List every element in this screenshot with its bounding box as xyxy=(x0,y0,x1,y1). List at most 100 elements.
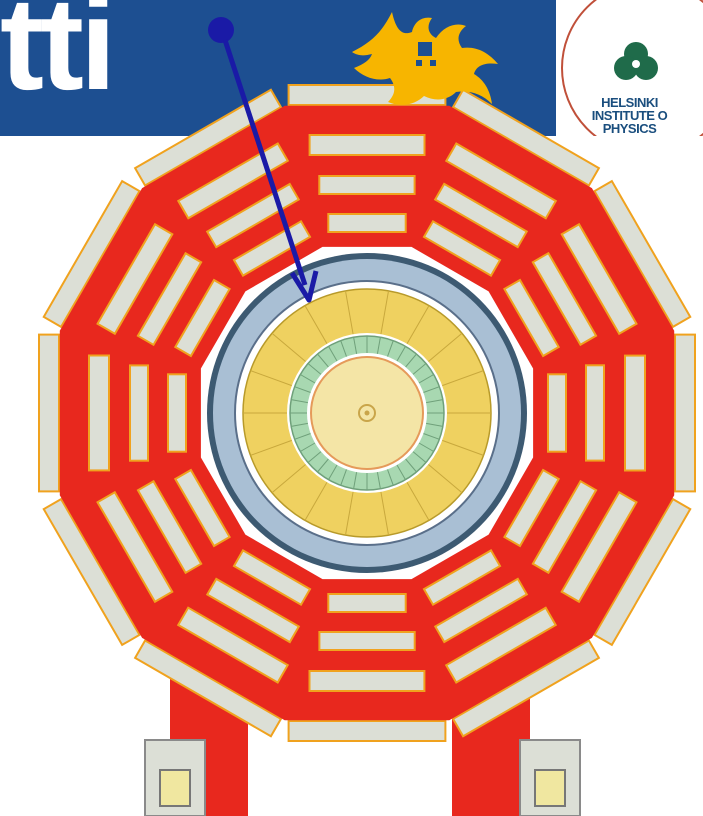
ecal-crystal-line xyxy=(387,340,394,357)
muon-chamber xyxy=(422,549,502,607)
ecal-crystal-line xyxy=(317,458,329,473)
ecal-crystal-line xyxy=(317,353,329,368)
hcal-wedge-line xyxy=(406,305,430,344)
ecal-crystal-line xyxy=(376,472,381,489)
hcal-wedge-line xyxy=(271,464,307,494)
hcal-wedge-line xyxy=(406,482,430,521)
arrow-origin-dot xyxy=(208,17,234,43)
ecal-crystal-line xyxy=(412,451,427,463)
muon-chamber xyxy=(173,468,231,548)
hcal-wedge-line xyxy=(345,491,354,536)
ecal-crystals xyxy=(290,336,444,490)
hcal-wedge-line xyxy=(427,464,463,494)
ecal-crystal-line xyxy=(340,340,347,357)
ecal-crystal-line xyxy=(300,442,316,452)
ecal-crystal-line xyxy=(423,433,440,440)
ecal-crystal-line xyxy=(423,386,440,393)
hip-line-1: HELSINKI xyxy=(601,95,658,110)
muon-chamber xyxy=(547,373,567,453)
ecal-crystal-line xyxy=(405,353,417,368)
ecal-crystal-line xyxy=(291,422,308,427)
muon-chamber xyxy=(503,468,561,548)
ecal-crystal-line xyxy=(405,458,417,473)
muon-chamber xyxy=(176,142,290,220)
outer-muon-slab xyxy=(133,639,283,738)
muon-chamber xyxy=(433,182,529,249)
hcal-wedge-line xyxy=(271,332,307,362)
muon-chamber xyxy=(96,222,174,336)
arrow-shaft xyxy=(222,39,308,286)
muon-chamber-ring-1 xyxy=(88,134,646,692)
muon-chamber xyxy=(624,354,646,472)
ecal-crystal-line xyxy=(307,451,322,463)
muon-chamber xyxy=(318,175,416,195)
interaction-point xyxy=(364,410,370,416)
muon-chamber xyxy=(308,670,426,692)
muon-chamber xyxy=(136,479,203,575)
beam-pipe xyxy=(358,404,376,422)
flame-icon xyxy=(352,12,498,105)
muon-chamber xyxy=(585,364,605,462)
outer-muon-slab xyxy=(451,639,601,738)
outer-muon-slab xyxy=(133,88,283,187)
ecal-crystal-line xyxy=(294,386,311,393)
muon-chamber xyxy=(232,549,312,607)
muon-chamber xyxy=(308,134,426,156)
ecal-crystal-line xyxy=(426,399,443,404)
ecal-crystal-line xyxy=(396,346,406,362)
hcal-wedge-line xyxy=(442,439,484,456)
hcal-wedge-line xyxy=(345,290,354,335)
ecal-crystal-line xyxy=(294,433,311,440)
muon-chamber xyxy=(136,251,203,347)
hcal-wedge-line xyxy=(442,370,484,387)
hcal-wedge-line xyxy=(380,491,389,536)
muon-chamber xyxy=(503,278,561,358)
hcal-segments xyxy=(243,290,491,536)
ecal-crystal-line xyxy=(300,374,316,384)
muon-chamber xyxy=(318,631,416,651)
pointer-arrow xyxy=(208,17,319,303)
muon-chamber xyxy=(433,577,529,644)
hip-line-2: INSTITUTE O xyxy=(591,108,668,123)
hcal-wedge-line xyxy=(250,439,292,456)
muon-chamber xyxy=(560,490,638,604)
outer-muon-slab xyxy=(38,333,60,493)
muon-chamber xyxy=(88,354,110,472)
muon-chamber xyxy=(327,213,407,233)
hip-line-3: PHYSICS xyxy=(602,121,657,136)
ecal-crystal-line xyxy=(353,337,358,354)
hip-logo-ring xyxy=(561,0,703,136)
muon-chamber xyxy=(96,490,174,604)
ecal-crystal-line xyxy=(328,346,338,362)
outer-muon-slab xyxy=(451,88,601,187)
ecal-crystal-line xyxy=(396,464,406,480)
outer-muon-slab xyxy=(42,179,141,329)
banner-title: tti xyxy=(0,0,117,117)
ecal-crystal-line xyxy=(387,469,394,486)
hcal-wedge-line xyxy=(427,332,463,362)
ecal-crystal-line xyxy=(376,337,381,354)
hcal-wedge-line xyxy=(250,370,292,387)
outer-muon-slab xyxy=(593,497,692,647)
muon-chamber xyxy=(444,606,558,684)
hcal-wedge-line xyxy=(380,290,389,335)
ecal-crystal-line xyxy=(418,442,434,452)
muon-chamber xyxy=(205,577,301,644)
trefoil-icon xyxy=(614,42,658,80)
ecal-crystal-line xyxy=(412,363,427,375)
muon-chamber xyxy=(531,479,598,575)
muon-chamber xyxy=(173,278,231,358)
muon-chamber xyxy=(531,251,598,347)
ecal-crystal-line xyxy=(291,399,308,404)
ecal-crystal-line xyxy=(328,464,338,480)
hcal-wedge-line xyxy=(304,482,328,521)
outer-muon-slab xyxy=(674,333,696,493)
muon-chamber xyxy=(327,593,407,613)
hip-logo: HELSINKI INSTITUTE O PHYSICS xyxy=(556,0,703,136)
yoke-outer-slabs xyxy=(38,84,696,742)
outer-muon-slab xyxy=(593,179,692,329)
muon-chamber xyxy=(176,606,290,684)
ecal-crystal-line xyxy=(426,422,443,427)
muon-chamber xyxy=(129,364,149,462)
